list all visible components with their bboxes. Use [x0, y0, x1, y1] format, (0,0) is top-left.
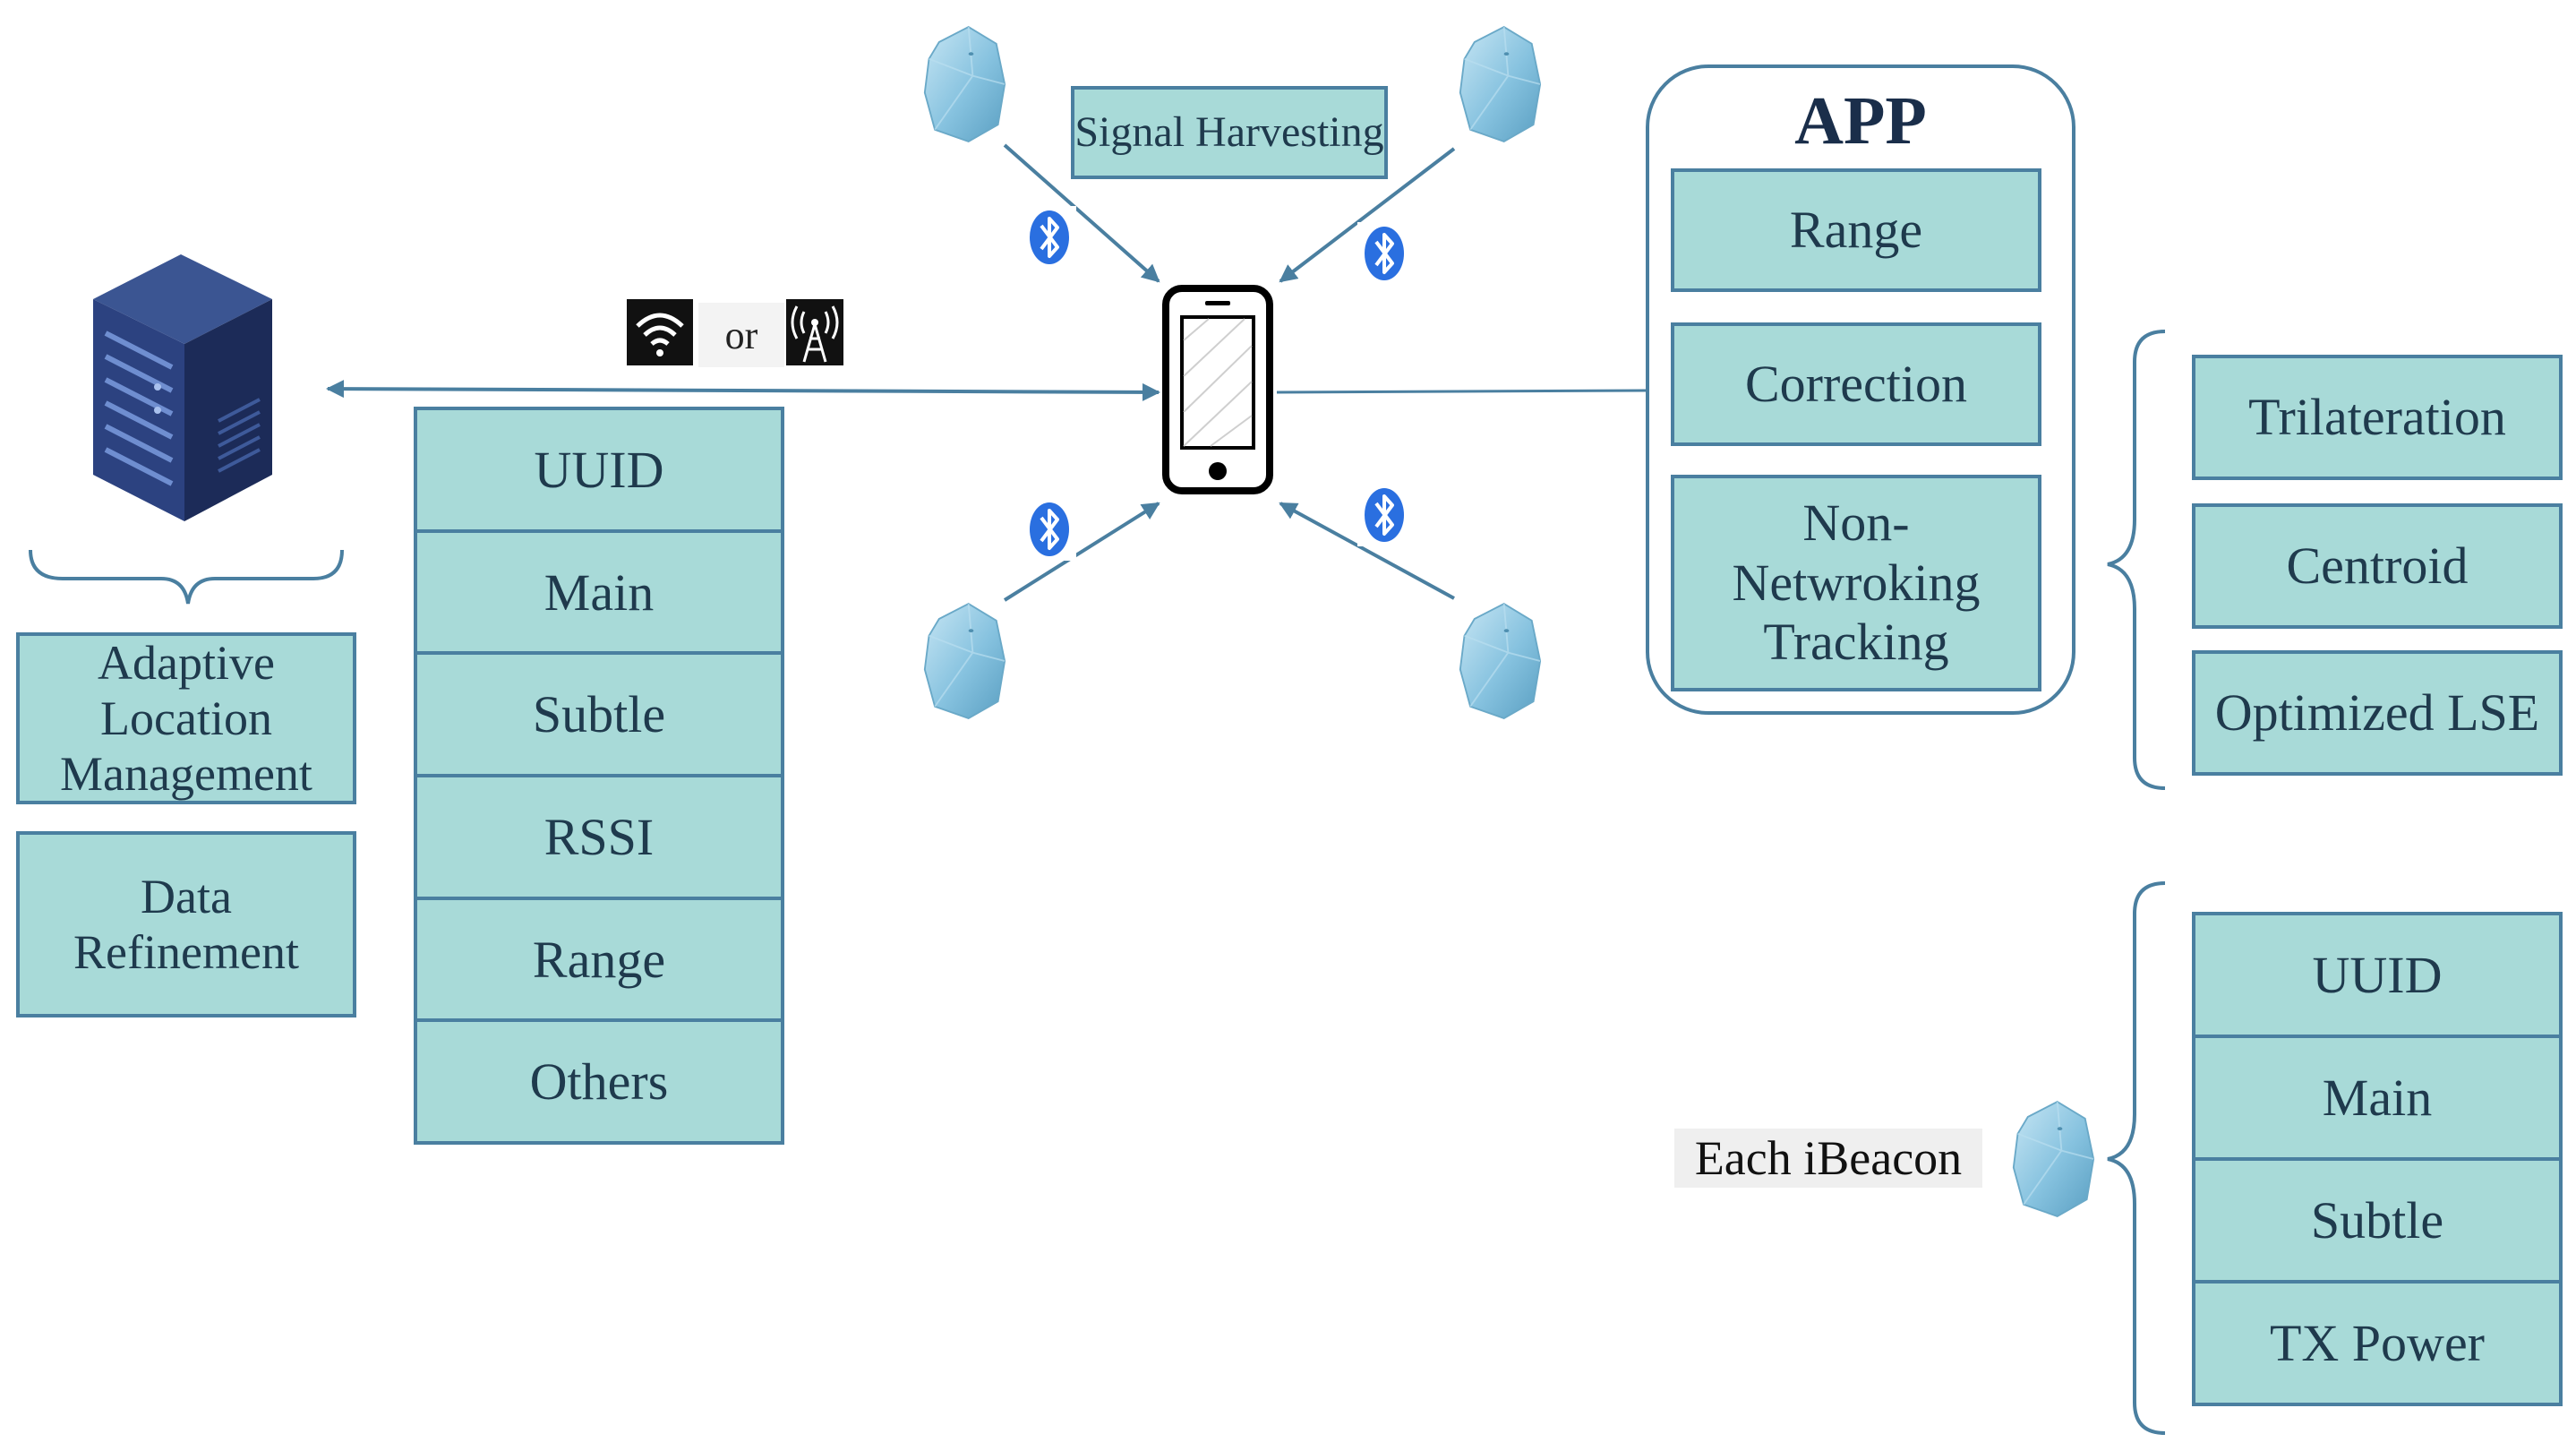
uploaded-field-main: Main: [417, 533, 781, 656]
bluetooth-icon: [1023, 206, 1076, 269]
method-trilateration: Trilateration: [2192, 355, 2563, 480]
bluetooth-icon: [1357, 484, 1411, 546]
ibeacon-icon: [1459, 603, 1542, 719]
uploaded-fields-table: UUID Main Subtle RSSI Range Others: [414, 407, 784, 1145]
beacon-arrow-top-right: [1279, 147, 1456, 283]
bluetooth-icon: [1357, 222, 1411, 285]
beacon-arrow-top-left: [1003, 143, 1160, 283]
smartphone-icon: [1162, 285, 1273, 494]
ibeacon-label: Each iBeacon: [1674, 1129, 1982, 1188]
app-item-range: Range: [1671, 168, 2041, 292]
app-item-non-networking-tracking: Non- Netwroking Tracking: [1671, 475, 2041, 691]
phone-app-link: [1276, 389, 1647, 394]
connectivity-or-label: or: [698, 303, 784, 367]
method-centroid: Centroid: [2192, 503, 2563, 629]
beacon-arrow-bottom-right: [1279, 502, 1455, 600]
app-item-correction: Correction: [1671, 322, 2041, 446]
server-phone-link: [326, 380, 1160, 401]
ibeacon-field-main: Main: [2195, 1038, 2559, 1161]
wifi-icon: [627, 299, 693, 365]
beacon-arrow-bottom-left: [1003, 502, 1160, 602]
server-function-data-refinement: Data Refinement: [16, 831, 356, 1017]
ibeacon-field-subtle: Subtle: [2195, 1161, 2559, 1284]
server-icon: [93, 254, 272, 521]
bluetooth-icon: [1023, 498, 1076, 561]
uploaded-field-rssi: RSSI: [417, 777, 781, 900]
signal-harvesting-label: Signal Harvesting: [1071, 86, 1388, 179]
server-brace: [29, 549, 344, 605]
ibeacon-icon: [923, 603, 1006, 719]
app-title: APP: [1794, 83, 1927, 159]
uploaded-field-subtle: Subtle: [417, 655, 781, 778]
uploaded-field-others: Others: [529, 1052, 669, 1112]
ibeacon-fields-table: UUID Main Subtle TX Power: [2192, 912, 2563, 1406]
methods-brace: [2107, 330, 2166, 790]
uploaded-field-uuid: UUID: [417, 410, 781, 533]
method-optimized-lse: Optimized LSE: [2192, 650, 2563, 776]
cell-tower-icon: [786, 299, 843, 365]
uploaded-field-range: Range: [417, 900, 781, 1023]
ibeacon-field-uuid: UUID: [2195, 915, 2559, 1038]
ibeacon-icon: [2012, 1101, 2095, 1217]
ibeacon-brace: [2107, 881, 2166, 1435]
ibeacon-icon: [923, 26, 1006, 142]
server-function-adaptive-location-management: Adaptive Location Management: [16, 632, 356, 804]
ibeacon-icon: [1459, 26, 1542, 142]
ibeacon-field-tx-power: TX Power: [2269, 1314, 2485, 1372]
